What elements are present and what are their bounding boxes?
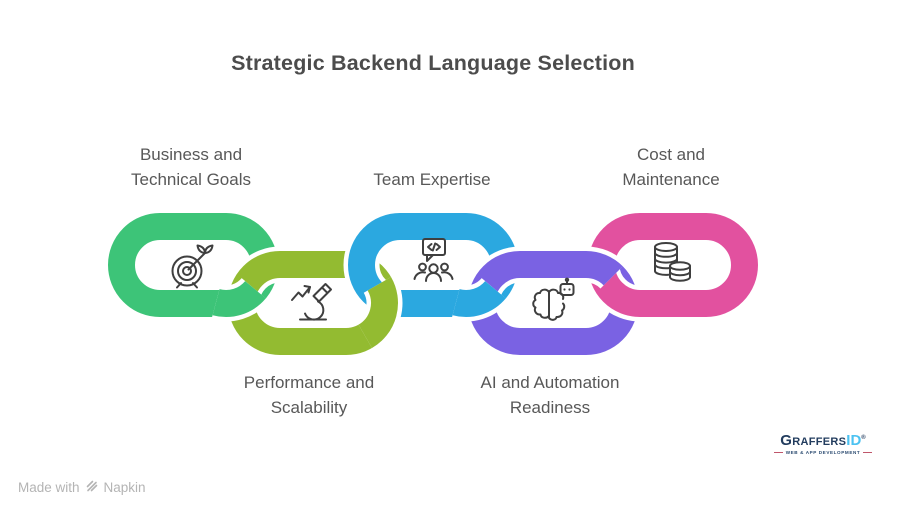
label-cost-maintenance: Cost and Maintenance bbox=[622, 145, 720, 189]
id-text: ID bbox=[846, 432, 862, 449]
weave-patch-performance-over-team bbox=[355, 274, 403, 352]
graffersid-wordmark: GraffersID® bbox=[763, 430, 883, 449]
registered-mark: ® bbox=[861, 435, 866, 441]
page-title: Strategic Backend Language Selection bbox=[231, 51, 635, 75]
napkin-logo-icon bbox=[85, 479, 99, 496]
label-business-technical-goals: Business and Technical Goals bbox=[130, 145, 251, 189]
graffersid-tagline: WEB & APP DEVELOPMENT bbox=[785, 450, 861, 455]
ai-brain-icon bbox=[527, 276, 579, 328]
made-with-text: Made with bbox=[18, 480, 80, 495]
tagline-left-dash bbox=[773, 452, 783, 453]
target-icon bbox=[167, 240, 219, 292]
tagline-right-dash bbox=[863, 452, 873, 453]
graffersid-logo[interactable]: GraffersID® WEB & APP DEVELOPMENT bbox=[763, 430, 883, 455]
weave-patch-team-over-ai bbox=[451, 277, 510, 322]
team-code-icon bbox=[407, 236, 459, 288]
graffersid-tagline-row: WEB & APP DEVELOPMENT bbox=[763, 450, 883, 455]
label-performance-scalability: Performance and Scalability bbox=[243, 373, 375, 417]
made-with-napkin[interactable]: Made with Napkin bbox=[18, 479, 146, 496]
coins-icon bbox=[645, 236, 697, 288]
microscope-icon bbox=[287, 277, 339, 329]
napkin-brand-text: Napkin bbox=[103, 480, 146, 495]
graffers-text: Graffers bbox=[780, 432, 847, 449]
label-ai-automation-readiness: AI and Automation Readiness bbox=[480, 373, 620, 417]
weave-patch-goals-over-performance bbox=[211, 277, 270, 322]
label-team-expertise: Team Expertise bbox=[373, 170, 491, 189]
weave-patch-ai-over-cost bbox=[568, 246, 626, 290]
